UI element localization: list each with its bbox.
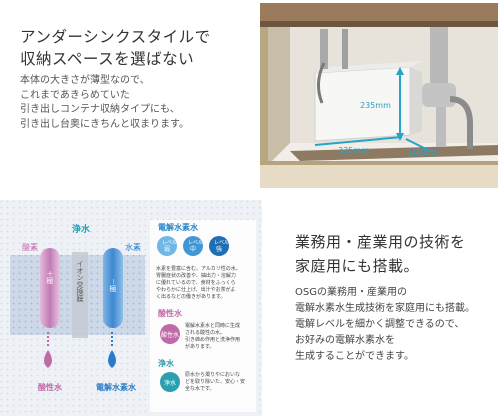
right-title: 業務用・産業用の技術を 家庭用にも搭載。 (295, 230, 466, 278)
membrane-label: イオン交換膜 (76, 260, 84, 303)
electrolysis-diagram: イオン交換膜 ＋極 －極 酸素 浄水 水素 酸性水 電解水素水 電解水素水 レベ… (0, 200, 262, 416)
panel-s3-line3: 全な水です。 (185, 385, 215, 392)
description-paragraph: 本体の大きさが薄型なので、 これまであきらめていた 引き出しコンテナ収納タイプに… (20, 74, 189, 132)
panel-s1-line1: 水素を豊富に含む。アルカリ性の水。 (156, 265, 241, 272)
panel-s2-line2: される酸性の水。 (185, 329, 225, 336)
dimension-depth: 100mm (408, 148, 439, 157)
paragraph-line-3: 引き出しコンテナ収納タイプにも、 (20, 104, 180, 115)
panel-section3-badge: 浄水 (164, 379, 176, 387)
headline-line-1: アンダーシンクスタイルで (20, 28, 211, 46)
right-text-line-4: お好みの電解水素水を (295, 335, 395, 346)
headline: アンダーシンクスタイルで 収納スペースを選ばない (20, 26, 211, 70)
svg-text:レベル: レベル (214, 240, 229, 246)
right-text-line-1: OSGの業務用・産業用の (295, 287, 407, 298)
panel-section3-title: 浄水 (158, 358, 175, 368)
dimension-width: 335mm (338, 146, 369, 155)
svg-text:弱: 弱 (164, 246, 170, 253)
right-text-line-2: 電解水素水生成技術を家庭用にも搭載。 (295, 303, 475, 314)
right-text-line-3: 電解レベルを細かく調整できるので、 (295, 319, 465, 330)
panel-s3-line1: 原水から濁りやにおいな (185, 371, 240, 378)
under-sink-photo: 235mm 335mm 100mm (260, 3, 498, 188)
minus-pole-label: －極 (109, 278, 117, 293)
plus-pole-label: ＋極 (46, 270, 54, 285)
pure-water-label: 浄水 (72, 223, 91, 235)
panel-s3-line2: どを取り除いた、安心・安 (185, 378, 245, 385)
acid-top-label: 酸素 (22, 242, 38, 252)
top-section: アンダーシンクスタイルで 収納スペースを選ばない 本体の大きさが薄型なので、 こ… (0, 0, 500, 193)
panel-s1-line2: 胃腸症状の改善や、抽出力・溶解力 (156, 272, 236, 279)
panel-section1-title: 電解水素水 (158, 222, 199, 232)
electrolyzed-water-label: 電解水素水 (96, 382, 137, 392)
svg-text:レベル: レベル (162, 240, 177, 246)
right-title-line-2: 家庭用にも搭載。 (295, 257, 420, 275)
svg-text:中: 中 (190, 245, 196, 253)
panel-s1-line4: やわらかに仕上げ、出汁やお茶がよ (156, 286, 235, 293)
hydrogen-top-label: 水素 (125, 242, 141, 252)
acidic-water-label: 酸性水 (38, 382, 63, 392)
paragraph-line-4: 引き出し台奥にきちんと収まります。 (20, 118, 189, 130)
panel-s2-line4: があります。 (185, 343, 215, 350)
panel-s2-line1: 電解水素水と同時に生成 (185, 322, 240, 329)
panel-section2-title: 酸性水 (158, 308, 183, 318)
headline-line-2: 収納スペースを選ばない (20, 50, 195, 68)
panel-s1-line3: に優れているので、食材をふっくら (156, 279, 236, 286)
right-title-line-1: 業務用・産業用の技術を (295, 233, 466, 251)
svg-text:レベル: レベル (188, 240, 203, 246)
panel-section2-badge: 酸性水 (161, 331, 179, 339)
panel-s1-line5: く出るなどの働きがあります。 (156, 293, 226, 300)
right-text-line-5: 生成することができます。 (295, 351, 414, 362)
svg-text:強: 強 (216, 245, 222, 253)
dimension-height: 235mm (360, 101, 391, 110)
paragraph-line-2: これまであきらめていた (20, 89, 130, 101)
right-description: OSGの業務用・産業用の 電解水素水生成技術を家庭用にも搭載。 電解レベルを細か… (295, 285, 475, 365)
paragraph-line-1: 本体の大きさが薄型なので、 (20, 75, 150, 86)
panel-s2-line3: 引き締め作用と洗浄作用 (185, 336, 240, 343)
